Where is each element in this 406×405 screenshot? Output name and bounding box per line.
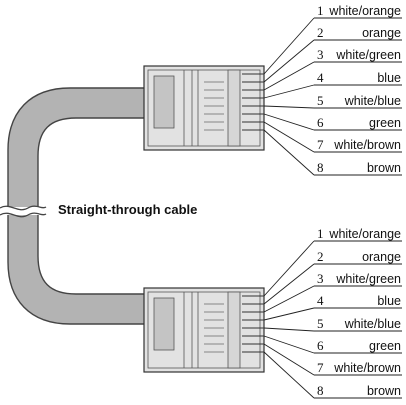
pin-label-4: 4 blue <box>263 293 402 321</box>
pin-color: green <box>369 339 401 353</box>
pin-label-4: 4 blue <box>263 70 402 99</box>
pin-color: white/green <box>335 48 401 62</box>
pin-color: orange <box>362 250 401 264</box>
pin-label-7: 7 white/brown <box>263 343 402 376</box>
pin-number: 1 <box>317 3 324 18</box>
pin-color: white/orange <box>328 227 401 241</box>
connector-contacts <box>242 73 264 131</box>
pin-color: white/orange <box>328 4 401 18</box>
pin-number: 3 <box>317 271 324 286</box>
pin-label-3: 3 white/green <box>263 271 402 313</box>
pin-number: 5 <box>317 316 324 331</box>
pin-number: 7 <box>317 137 324 152</box>
pin-label-1: 1 white/orange <box>263 226 402 297</box>
pin-label-6: 6 green <box>263 113 402 131</box>
pin-number: 8 <box>317 160 324 175</box>
pin-label-7: 7 white/brown <box>263 121 402 153</box>
pin-color: orange <box>362 26 401 40</box>
cable-caption: Straight-through cable <box>58 202 198 217</box>
cable <box>0 87 147 325</box>
pin-color: brown <box>367 384 401 398</box>
pin-labels-bottom: 1 white/orange 2 orange 3 white/green 4 … <box>263 226 402 399</box>
pin-color: blue <box>377 71 401 85</box>
pin-color: white/blue <box>344 317 401 331</box>
cable-break-mark <box>0 205 47 218</box>
pin-label-8: 8 brown <box>263 351 402 399</box>
pin-label-1: 1 white/orange <box>263 3 402 75</box>
pin-color: white/brown <box>333 138 401 152</box>
pin-label-8: 8 brown <box>263 129 402 176</box>
pin-number: 3 <box>317 47 324 62</box>
pin-color: green <box>369 116 401 130</box>
pin-color: white/green <box>335 272 401 286</box>
pin-color: white/brown <box>333 361 401 375</box>
connector-latch <box>153 297 175 351</box>
pin-number: 4 <box>317 70 324 85</box>
connector-contacts <box>242 295 264 353</box>
pin-label-5: 5 white/blue <box>263 93 402 109</box>
rj45-connector-bottom <box>143 287 265 373</box>
pin-number: 8 <box>317 383 324 398</box>
rj45-connector-top <box>143 65 265 151</box>
pin-number: 6 <box>317 338 324 353</box>
pin-number: 2 <box>317 249 324 264</box>
pin-label-3: 3 white/green <box>263 47 402 91</box>
pin-number: 6 <box>317 115 324 130</box>
pin-color: brown <box>367 161 401 175</box>
pin-number: 2 <box>317 25 324 40</box>
connector-ribs <box>204 303 224 353</box>
pin-number: 7 <box>317 360 324 375</box>
pin-label-2: 2 orange <box>263 25 402 83</box>
pin-color: white/blue <box>344 94 401 108</box>
pin-label-2: 2 orange <box>263 249 402 305</box>
pin-number: 4 <box>317 293 324 308</box>
pin-color: blue <box>377 294 401 308</box>
pin-number: 5 <box>317 93 324 108</box>
pin-labels-top: 1 white/orange 2 orange 3 white/green 4 … <box>263 3 402 176</box>
pin-label-6: 6 green <box>263 335 402 354</box>
connector-ribs <box>204 81 224 131</box>
connector-latch <box>153 75 175 129</box>
pin-number: 1 <box>317 226 324 241</box>
pin-label-5: 5 white/blue <box>263 316 402 332</box>
